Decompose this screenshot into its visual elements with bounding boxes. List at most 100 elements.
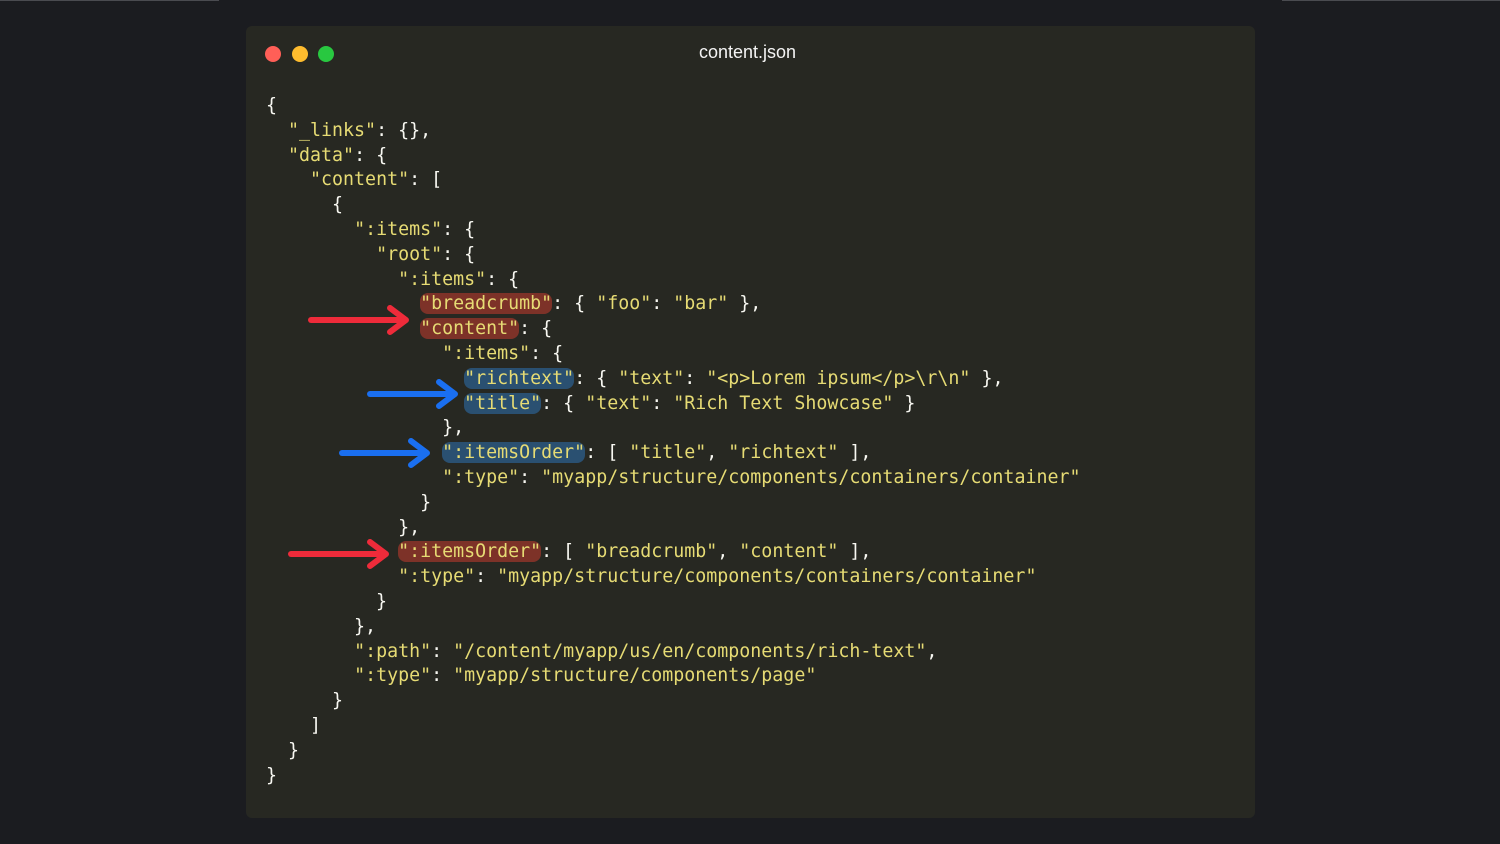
json-string: "Rich Text Showcase" (673, 392, 894, 414)
code-line: } (266, 689, 1080, 714)
code-line: ":items": { (266, 342, 1080, 367)
code-line: ":items": { (266, 218, 1080, 243)
json-punctuation: }, (728, 293, 762, 315)
json-punctuation: { (266, 194, 344, 216)
json-string: "richtext" (728, 442, 839, 464)
highlighted-key: ":itemsOrder" (398, 541, 542, 563)
code-line: { (266, 94, 1080, 119)
json-code-block: { "_links": {}, "data": { "content": [ {… (266, 94, 1080, 788)
code-line: "content": { (266, 317, 1080, 342)
json-punctuation: : (684, 367, 707, 389)
json-string: ":items" (398, 268, 487, 290)
json-string: "myapp/structure/components/containers/c… (497, 566, 1037, 588)
highlighted-key: ":itemsOrder" (442, 442, 586, 464)
json-punctuation (266, 145, 288, 166)
json-string: "breadcrumb" (585, 541, 718, 563)
json-punctuation: ] (266, 714, 322, 736)
json-punctuation: : (651, 392, 674, 414)
code-line: ":itemsOrder": [ "breadcrumb", "content"… (266, 540, 1080, 565)
json-punctuation (266, 566, 398, 587)
json-punctuation: }, (266, 516, 421, 538)
json-punctuation: : [ (585, 442, 630, 464)
json-punctuation (266, 120, 288, 141)
json-string: "/content/myapp/us/en/components/rich-te… (453, 640, 927, 662)
json-string: "text" (585, 392, 652, 414)
json-punctuation: ], (838, 442, 872, 464)
json-punctuation: : { (442, 218, 476, 240)
json-punctuation: : [ (409, 169, 443, 191)
json-punctuation: : { (519, 318, 553, 340)
blue-arrow-richtext-title-icon (367, 379, 458, 409)
json-punctuation: : (651, 293, 674, 315)
json-string: "bar" (673, 293, 729, 315)
highlighted-key: "title" (464, 392, 542, 414)
top-edge-left (0, 0, 219, 1)
json-punctuation: : { (354, 144, 388, 166)
blue-arrow-itemsorder-icon (339, 438, 430, 468)
code-line: } (266, 764, 1080, 789)
code-window: content.json { "_links": {}, "data": { "… (246, 26, 1255, 818)
code-line: ":items": { (266, 268, 1080, 293)
close-button[interactable] (265, 46, 281, 62)
json-punctuation: }, (266, 417, 465, 439)
json-string: ":type" (398, 566, 476, 588)
json-punctuation (266, 269, 398, 290)
code-line: "content": [ (266, 168, 1080, 193)
code-line: "root": { (266, 243, 1080, 268)
json-string: "myapp/structure/components/page" (453, 665, 817, 687)
maximize-button[interactable] (318, 46, 334, 62)
json-string: "<p>Lorem ipsum</p>\r\n" (706, 367, 971, 389)
json-string: ":type" (354, 665, 432, 687)
json-string: "data" (288, 144, 355, 166)
code-line: "breadcrumb": { "foo": "bar" }, (266, 292, 1080, 317)
code-line: "_links": {}, (266, 119, 1080, 144)
code-line: ":path": "/content/myapp/us/en/component… (266, 640, 1080, 665)
highlighted-key: "richtext" (464, 367, 575, 389)
json-punctuation: : { (574, 367, 619, 389)
json-punctuation: : (519, 466, 542, 488)
json-punctuation: } (266, 739, 300, 761)
json-punctuation: { (266, 95, 278, 116)
highlighted-key: "content" (420, 318, 520, 340)
json-punctuation: : { (530, 342, 564, 364)
json-string: ":path" (354, 640, 432, 662)
json-punctuation: , (706, 442, 729, 464)
json-punctuation: : { (552, 293, 597, 315)
code-line: } (266, 491, 1080, 516)
json-punctuation (266, 343, 442, 364)
json-string: "root" (376, 243, 443, 265)
code-line: }, (266, 516, 1080, 541)
json-punctuation: : { (486, 268, 520, 290)
json-string: "content" (310, 169, 410, 191)
code-line: } (266, 590, 1080, 615)
json-punctuation: : { (541, 392, 586, 414)
json-punctuation: }, (970, 367, 1004, 389)
highlighted-key: "breadcrumb" (420, 293, 553, 315)
minimize-button[interactable] (292, 46, 308, 62)
json-punctuation (266, 665, 354, 686)
json-punctuation: , (926, 640, 938, 662)
json-string: ":items" (354, 218, 443, 240)
json-string: "text" (618, 367, 685, 389)
code-line: }, (266, 416, 1080, 441)
code-line: "richtext": { "text": "<p>Lorem ipsum</p… (266, 367, 1080, 392)
code-line: ":type": "myapp/structure/components/con… (266, 565, 1080, 590)
red-arrow-itemsorder-icon (288, 539, 389, 569)
json-punctuation: } (893, 392, 916, 414)
code-line: } (266, 739, 1080, 764)
json-punctuation (266, 169, 310, 190)
json-punctuation: } (266, 590, 388, 612)
json-punctuation (266, 244, 376, 265)
code-line: }, (266, 615, 1080, 640)
window-title: content.json (698, 42, 797, 62)
json-punctuation (266, 467, 442, 488)
red-arrow-breadcrumb-content-icon (308, 305, 409, 335)
json-string: "foo" (596, 293, 652, 315)
json-punctuation: } (266, 491, 432, 513)
code-line: ] (266, 714, 1080, 739)
json-string: ":type" (442, 466, 520, 488)
code-line: ":type": "myapp/structure/components/pag… (266, 664, 1080, 689)
json-string: "myapp/structure/components/containers/c… (541, 466, 1081, 488)
json-punctuation (266, 641, 354, 662)
json-punctuation (266, 219, 354, 240)
